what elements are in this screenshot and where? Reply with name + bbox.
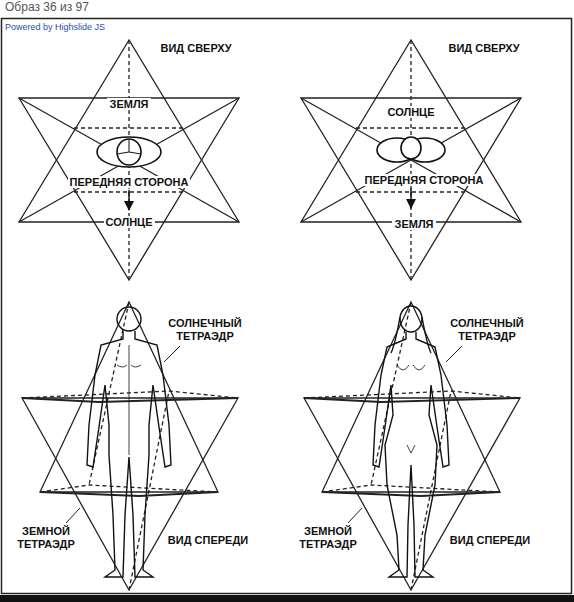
body-label: СОЛНЦЕ	[386, 106, 437, 119]
side-label: ПЕРЕДНЯЯ СТОРОНА	[68, 176, 191, 189]
page-header: Образ 36 из 97	[3, 1, 91, 15]
tetrahedron-label: ЗЕМНОЙ ТЕТРАЭДР	[4, 525, 88, 550]
tetrahedron-label: СОЛНЕЧНЫЙ ТЕТРАЭДР	[440, 317, 534, 342]
view-label: ВИД СВЕРХУ	[158, 42, 233, 55]
body-label: ЗЕМЛЯ	[107, 98, 150, 111]
tetrahedron-label: ЗЕМНОЙ ТЕТРАЭДР	[286, 525, 370, 550]
body-label: СОЛНЦЕ	[104, 216, 155, 229]
credit-note: Powered by Highslide JS	[3, 22, 107, 32]
tetrahedron-label: СОЛНЕЧНЫЙ ТЕТРАЭДР	[158, 317, 252, 342]
body-label: ЗЕМЛЯ	[392, 218, 435, 231]
view-label: ВИД СВЕРХУ	[446, 42, 521, 55]
side-label: ПЕРЕДНЯЯ СТОРОНА	[363, 174, 486, 187]
view-label: ВИД СПЕРЕДИ	[166, 534, 250, 547]
view-label: ВИД СПЕРЕДИ	[448, 534, 532, 547]
